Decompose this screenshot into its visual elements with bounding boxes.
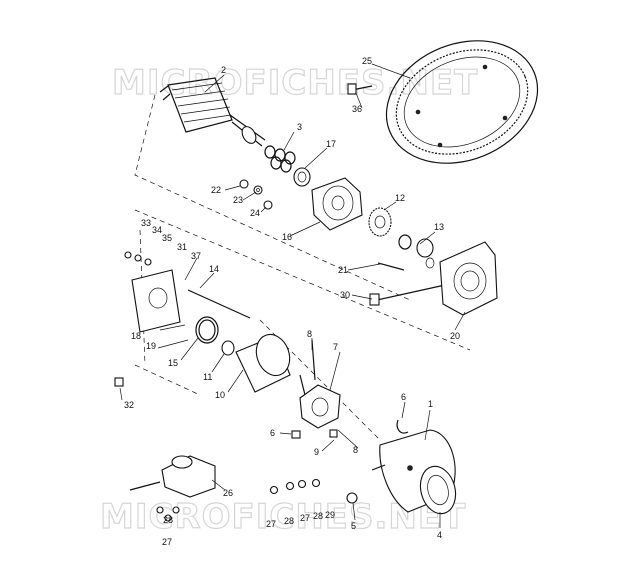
- label-14: 14: [209, 264, 219, 274]
- label-10: 10: [215, 390, 225, 400]
- bolt-5: [346, 492, 358, 504]
- end-cover: [311, 177, 363, 231]
- label-27-mid: 27: [300, 513, 310, 523]
- label-35: 35: [162, 233, 172, 243]
- label-19: 19: [146, 341, 156, 351]
- label-17: 17: [326, 139, 336, 149]
- brush-holder: [299, 339, 341, 429]
- through-bolt: [187, 289, 251, 319]
- brushes: [291, 419, 409, 439]
- label-8-bottom: 8: [353, 445, 358, 455]
- armature: [159, 77, 266, 147]
- label-34: 34: [152, 225, 162, 235]
- label-2: 2: [221, 65, 226, 75]
- label-16: 16: [282, 232, 292, 242]
- label-30: 30: [340, 290, 350, 300]
- screw-32: [114, 377, 124, 387]
- label-13: 13: [434, 222, 444, 232]
- label-33: 33: [141, 218, 151, 228]
- label-36: 36: [352, 104, 362, 114]
- label-23: 23: [233, 195, 243, 205]
- part-labels: 2 3 17 22 23 24 16 12 13 21 30 20 25 36 …: [124, 56, 460, 547]
- bolt-36: [347, 83, 373, 95]
- alignment-lines: [134, 94, 471, 441]
- label-28-right: 28: [313, 511, 323, 521]
- label-6-left: 6: [270, 428, 275, 438]
- label-6-right: 6: [401, 392, 406, 402]
- plate: [124, 251, 181, 333]
- label-21: 21: [338, 265, 348, 275]
- label-12: 12: [395, 193, 405, 203]
- label-7: 7: [333, 342, 338, 352]
- o-ring-bushing: [195, 316, 235, 356]
- label-1: 1: [428, 399, 433, 409]
- label-15: 15: [168, 358, 178, 368]
- label-9: 9: [314, 447, 319, 457]
- label-27-relay: 27: [162, 537, 172, 547]
- bracket: [439, 241, 498, 316]
- terminal-hardware: [269, 478, 321, 495]
- brush-spring-set: [264, 145, 296, 173]
- starter-relay: [129, 455, 216, 522]
- label-29: 29: [325, 510, 335, 520]
- label-31: 31: [177, 242, 187, 252]
- bolt-21: [377, 262, 405, 271]
- label-25: 25: [362, 56, 372, 66]
- label-3: 3: [297, 122, 302, 132]
- starter-motor-yoke: [371, 429, 457, 515]
- label-4: 4: [437, 530, 442, 540]
- label-18: 18: [131, 331, 141, 341]
- clutch-spring: [398, 234, 435, 269]
- ring-gear: [385, 40, 539, 164]
- label-20: 20: [450, 331, 460, 341]
- label-27-left: 27: [266, 519, 276, 529]
- label-5: 5: [351, 521, 356, 531]
- hardware-22-23-24: [239, 179, 273, 210]
- label-26: 26: [223, 488, 233, 498]
- label-37: 37: [191, 251, 201, 261]
- label-11: 11: [203, 372, 212, 382]
- label-28-mid: 28: [284, 516, 294, 526]
- pinion-gear: [368, 207, 392, 237]
- label-22: 22: [211, 185, 221, 195]
- bushing-17: [293, 167, 311, 187]
- label-8-top: 8: [307, 329, 312, 339]
- label-24: 24: [250, 208, 260, 218]
- label-28-relay: 28: [163, 515, 173, 525]
- leader-lines: [119, 63, 466, 528]
- bolt-30: [369, 284, 446, 306]
- label-32: 32: [124, 400, 134, 410]
- front-housing: [235, 333, 291, 393]
